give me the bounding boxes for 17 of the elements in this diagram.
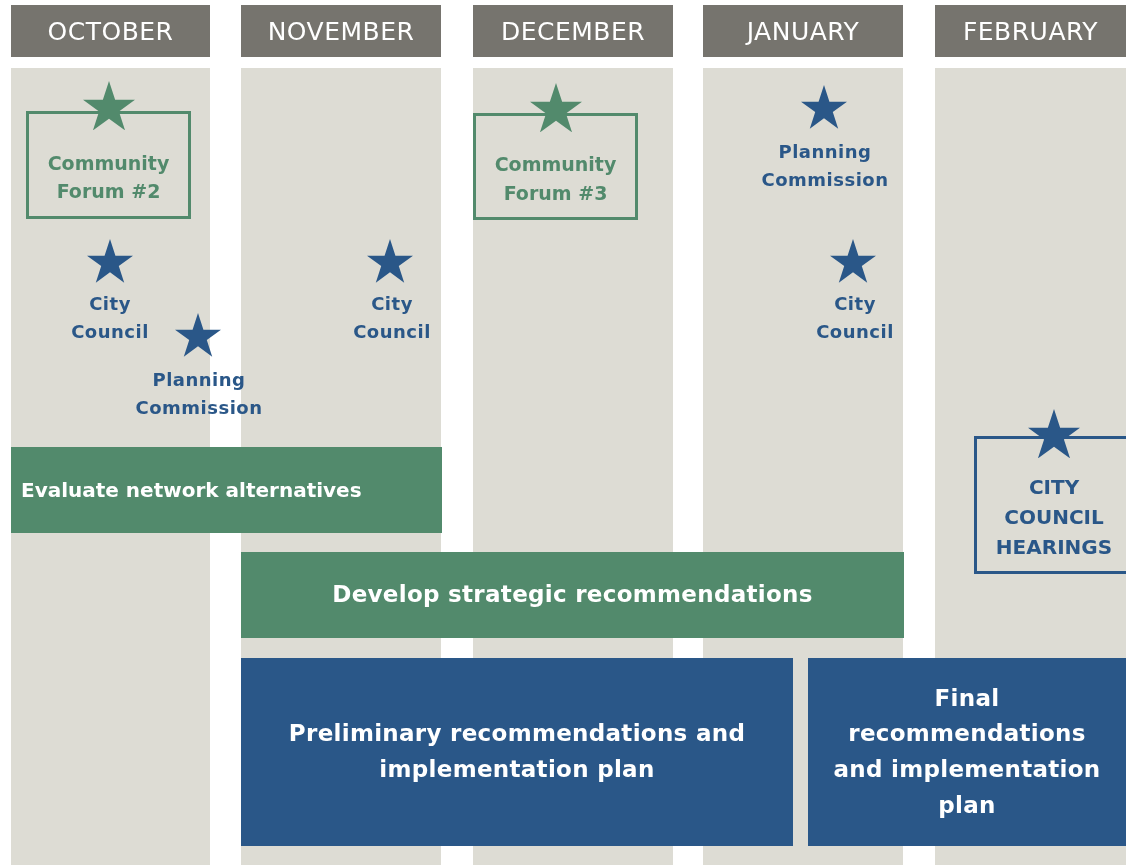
phase-bar: Develop strategic recommendations [241,552,904,638]
milestone-box: Community Forum #2 [26,111,191,219]
month-header: DECEMBER [473,5,673,57]
milestone-box: CITY COUNCIL HEARINGS [974,436,1126,574]
phase-bar: Final recommendations and implementation plan [808,658,1126,846]
phase-bar: Evaluate network alternatives [11,447,442,533]
month-header: NOVEMBER [241,5,441,57]
milestone-label: City Council [70,292,150,344]
milestone-label: City Council [815,292,895,344]
month-header: JANUARY [703,5,903,57]
milestone-label: Planning Commission [760,140,890,192]
month-header: OCTOBER [11,5,210,57]
milestone-label: Planning Commission [134,368,264,420]
phase-bar: Preliminary recommendations and implementation plan [241,658,793,846]
month-header: FEBRUARY [935,5,1126,57]
milestone-label: City Council [352,292,432,344]
milestone-box: Community Forum #3 [473,113,638,220]
